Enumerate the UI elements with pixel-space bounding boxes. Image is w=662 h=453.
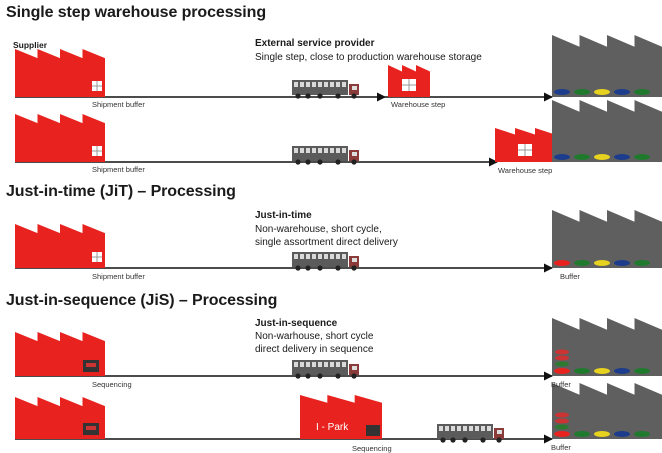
single-step-title: Single step warehouse processing [6,4,266,21]
jit-subtitle: Just-in-time [255,210,312,221]
jis-buffer-label-2: Buffer [551,443,571,452]
warehouse-step-label-1: Warehouse step [391,100,446,109]
supplier-factory-icon [15,332,105,376]
plant-factory-icon [552,210,662,268]
warehouse-icon [388,65,430,97]
truck-icon [292,252,359,271]
truck-icon [292,146,359,165]
supplier-factory-icon [15,397,105,439]
truck-icon [292,360,359,379]
plant-factory-icon [552,383,662,439]
supplier-factory-icon [15,114,105,162]
jit-shipment-buffer-label: Shipment buffer [92,272,145,281]
truck-icon [437,424,504,443]
plant-factory-icon [552,318,662,376]
shipment-buffer-label-1: Shipment buffer [92,100,145,109]
supplier-label: Supplier [13,40,48,50]
i-park-warehouse-icon [300,395,382,439]
warehouse-step-label-2: Warehouse step [498,166,553,175]
truck-icon [292,80,359,99]
jis-sequencing-label-2: Sequencing [352,444,392,453]
jis-description-line2: direct delivery in sequence [255,344,374,355]
jis-buffer-label-1: Buffer [551,380,571,389]
warehouse-icon [495,128,555,162]
jit-buffer-label: Buffer [560,272,580,281]
jis-subtitle: Just-in-sequence [255,318,338,329]
supplier-factory-icon [15,224,105,268]
jit-description-line2: single assortment direct delivery [255,237,398,248]
jit-title: Just-in-time (JiT) – Processing [6,183,236,200]
provider-description: Single step, close to production warehou… [255,52,482,63]
plant-factory-icon [552,100,662,162]
provider-title: External service provider [255,38,375,49]
supplier-factory-icon [15,49,105,97]
jis-sequencing-label: Sequencing [92,380,132,389]
i-park-label: I - Park [316,422,349,433]
jit-description-line1: Non-warehouse, short cycle, [255,224,382,235]
jis-description-line1: Non-warhouse, short cycle [255,331,374,342]
shipment-buffer-label-2: Shipment buffer [92,165,145,174]
jis-title: Just-in-sequence (JiS) – Processing [6,292,278,309]
plant-factory-icon [552,35,662,97]
